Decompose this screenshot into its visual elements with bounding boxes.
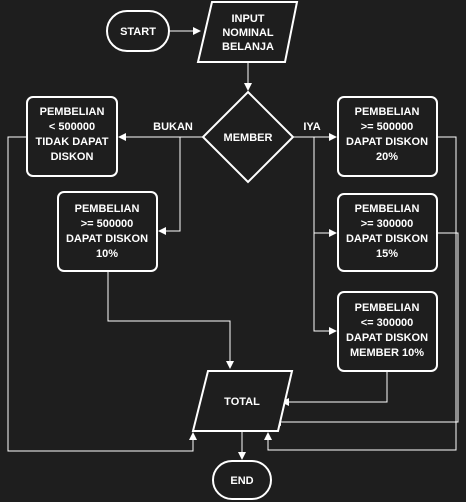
member-10-line-4: MEMBER 10% — [350, 347, 424, 359]
non-member-low-line-4: DISKON — [51, 151, 94, 163]
edge-10-total — [281, 371, 388, 406]
edge-high-total — [107, 271, 234, 369]
start-terminator — [106, 10, 170, 52]
edge-low-total — [7, 136, 197, 452]
edge-member-no-high — [158, 137, 181, 235]
member-10-line-1: PEMBELIAN — [355, 302, 420, 314]
node-total: TOTAL — [191, 370, 294, 432]
node-member-10: PEMBELIAN <= 300000 DAPAT DISKON MEMBER … — [337, 291, 438, 372]
edge-member-yes-15 — [313, 137, 337, 237]
member-decision-diamond — [201, 90, 295, 184]
input-label-line-3: BELANJA — [222, 41, 274, 53]
node-non-member-low: PEMBELIAN < 500000 TIDAK DAPAT DISKON — [26, 96, 118, 177]
total-label: TOTAL — [224, 396, 260, 408]
member-20-box — [337, 96, 438, 177]
node-member-20: PEMBELIAN >= 500000 DAPAT DISKON 20% — [337, 96, 438, 177]
input-label-line-1: INPUT — [232, 13, 265, 25]
member-15-line-1: PEMBELIAN — [355, 203, 420, 215]
node-member: MEMBER — [201, 90, 295, 184]
input-parallelogram — [196, 0, 299, 63]
non-member-low-line-3: TIDAK DAPAT — [36, 136, 109, 148]
edge-label-yes: IYA — [303, 121, 320, 133]
non-member-low-box — [26, 96, 118, 177]
member-15-box — [337, 193, 438, 272]
edge-member-yes-10 — [313, 233, 337, 335]
member-20-line-1: PEMBELIAN — [355, 106, 420, 118]
edge-label-no: BUKAN — [153, 121, 193, 133]
non-member-high-line-2: >= 500000 — [81, 218, 134, 230]
non-member-high-box — [57, 191, 158, 272]
end-label: END — [230, 475, 253, 487]
member-20-line-4: 20% — [376, 151, 398, 163]
non-member-low-line-1: PEMBELIAN — [40, 106, 105, 118]
non-member-high-line-4: 10% — [96, 248, 118, 260]
non-member-high-line-3: DAPAT DISKON — [66, 233, 148, 245]
member-label: MEMBER — [224, 132, 273, 144]
edge-15-total — [273, 232, 459, 426]
edges — [7, 27, 459, 460]
member-10-line-2: <= 300000 — [361, 317, 414, 329]
member-10-box — [337, 291, 438, 372]
non-member-low-line-2: < 500000 — [49, 121, 95, 133]
node-start: START — [106, 10, 170, 52]
member-10-line-3: DAPAT DISKON — [346, 332, 428, 344]
member-15-line-3: DAPAT DISKON — [346, 233, 428, 245]
member-20-line-3: DAPAT DISKON — [346, 136, 428, 148]
node-non-member-high: PEMBELIAN >= 500000 DAPAT DISKON 10% — [57, 191, 158, 272]
edge-20-total — [264, 136, 457, 451]
node-input: INPUT NOMINAL BELANJA — [196, 0, 299, 63]
node-end: END — [212, 460, 272, 500]
non-member-high-line-1: PEMBELIAN — [75, 203, 140, 215]
edge-label-bg-yes — [299, 119, 325, 133]
member-15-line-4: 15% — [376, 248, 398, 260]
end-terminator — [212, 460, 272, 500]
input-label-line-2: NOMINAL — [222, 27, 274, 39]
node-member-15: PEMBELIAN >= 300000 DAPAT DISKON 15% — [337, 193, 438, 272]
total-parallelogram — [191, 370, 294, 432]
edge-label-bg-no — [150, 119, 196, 133]
member-20-line-2: >= 500000 — [361, 121, 414, 133]
member-15-line-2: >= 300000 — [361, 218, 414, 230]
start-label: START — [120, 26, 156, 38]
